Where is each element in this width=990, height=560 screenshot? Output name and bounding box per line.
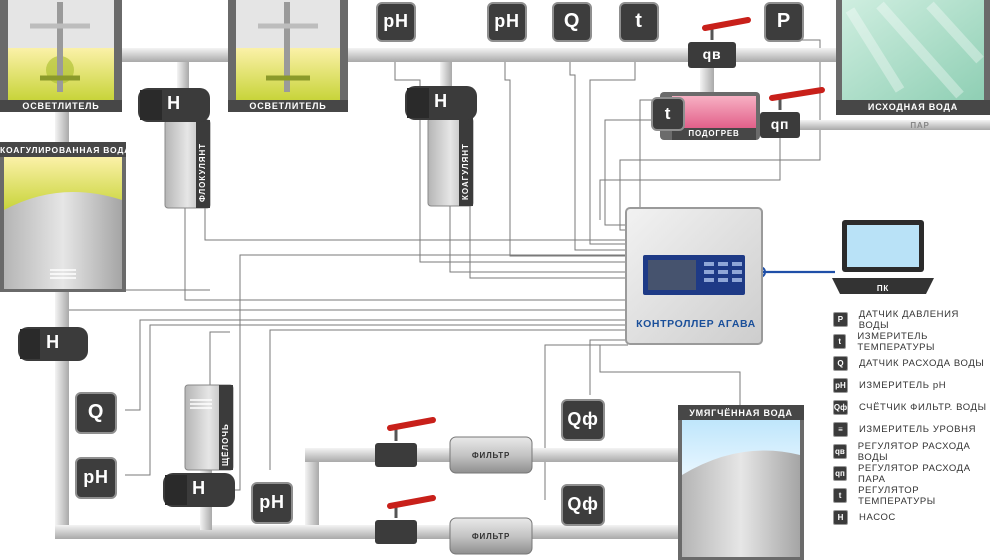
- source-water-tank: [836, 0, 990, 115]
- legend-text: РЕГУЛЯТОР РАСХОДА ПАРА: [857, 462, 971, 485]
- legend-text: ДАТЧИК ДАВЛЕНИЯ ВОДЫ: [858, 308, 960, 331]
- legend-item: Qф СЧЁТЧИК ФИЛЬТР. ВОДЫ: [833, 399, 987, 416]
- legend-icon: Q: [833, 356, 848, 371]
- flow-sensor-top: Q: [563, 10, 581, 32]
- softened-water-tank: [678, 405, 804, 560]
- legend-icon: P: [833, 312, 848, 327]
- steam-flow-regulator: qп: [770, 116, 790, 132]
- flow-sensor-left: Q: [87, 401, 105, 423]
- legend-icon: qп: [833, 466, 847, 481]
- label-coagulated-water: КОАГУЛИРОВАННАЯ ВОДА: [0, 145, 132, 155]
- label-flocculant: ФЛОКУЛЯНТ: [198, 142, 207, 202]
- legend-text: НАСОС: [859, 512, 896, 523]
- label-softened-water: УМЯГЧЁННАЯ ВОДА: [689, 408, 793, 418]
- ph-sensor-bottom: pH: [259, 492, 285, 512]
- label-filter-1: ФИЛЬТР: [471, 451, 511, 460]
- legend-item: ≡ ИЗМЕРИТЕЛЬ УРОВНЯ: [833, 421, 976, 438]
- legend-item: Q ДАТЧИК РАСХОДА ВОДЫ: [833, 355, 984, 372]
- ph-sensor-1: pH: [383, 11, 409, 31]
- legend-item: qп РЕГУЛЯТОР РАСХОДА ПАРА: [833, 462, 990, 485]
- legend-icon: pH: [833, 378, 848, 393]
- alkali-tank: [184, 384, 234, 471]
- laptop-pc: [832, 220, 934, 294]
- pump-alkali: [163, 473, 235, 507]
- label-filter-2: ФИЛЬТР: [471, 532, 511, 541]
- legend-item: qв РЕГУЛЯТОР РАСХОДА ВОДЫ: [833, 440, 990, 463]
- legend-text: ИЗМЕРИТЕЛЬ pH: [859, 380, 947, 391]
- label-alkali: ЩЁЛОЧЬ: [221, 423, 230, 466]
- ph-sensor-left: pH: [83, 467, 109, 487]
- pump-flocculant: [138, 88, 210, 122]
- label-steam: ПАР: [910, 121, 930, 130]
- label-heating: ПОДОГРЕВ: [688, 129, 740, 138]
- legend-icon: t: [833, 488, 848, 503]
- legend-icon: Qф: [833, 400, 848, 415]
- legend-text: ДАТЧИК РАСХОДА ВОДЫ: [859, 358, 985, 369]
- filter-1-body: [449, 436, 533, 474]
- legend-text: ИЗМЕРИТЕЛЬ ТЕМПЕРАТУРЫ: [857, 330, 936, 353]
- legend-text: СЧЁТЧИК ФИЛЬТР. ВОДЫ: [859, 402, 987, 413]
- valve-filter-2: [375, 495, 436, 544]
- coagulated-water-tank: [0, 142, 126, 292]
- temp-sensor-top: t: [635, 10, 643, 32]
- legend-item: H НАСОС: [833, 509, 896, 526]
- sensor-boxes: [75, 2, 804, 526]
- filtered-counter-2: Qф: [567, 494, 599, 514]
- legend-text: ИЗМЕРИТЕЛЬ УРОВНЯ: [859, 424, 977, 435]
- legend-icon: H: [833, 510, 848, 525]
- pressure-sensor: P: [776, 10, 792, 32]
- legend-text: РЕГУЛЯТОР ТЕМПЕРАТУРЫ: [858, 484, 936, 507]
- legend-item: t РЕГУЛЯТОР ТЕМПЕРАТУРЫ: [833, 484, 990, 507]
- pump-alkali-symbol: H: [192, 478, 206, 498]
- pump-coagulant-symbol: H: [434, 91, 448, 111]
- legend-icon: ≡: [833, 422, 848, 437]
- label-pc: ПК: [876, 284, 890, 293]
- valve-water: [688, 17, 751, 68]
- label-clarifier-2: ОСВЕТЛИТЕЛЬ: [249, 101, 327, 111]
- water-flow-regulator: qв: [702, 46, 722, 62]
- flocculant-tank: [164, 119, 211, 209]
- temp-regulator: t: [664, 104, 672, 123]
- filtered-counter-1: Qф: [567, 409, 599, 429]
- legend-text: РЕГУЛЯТОР РАСХОДА ВОДЫ: [857, 440, 971, 463]
- label-clarifier-1: ОСВЕТЛИТЕЛЬ: [22, 101, 100, 111]
- valve-filter-1: [375, 417, 436, 467]
- valve-steam: [760, 87, 825, 138]
- legend-item: pH ИЗМЕРИТЕЛЬ pH: [833, 377, 946, 394]
- legend-icon: qв: [833, 444, 847, 459]
- pump-coagulant: [405, 86, 477, 120]
- pump-main-symbol: H: [46, 332, 60, 352]
- clarifier-2: [228, 0, 348, 112]
- legend-item: t ИЗМЕРИТЕЛЬ ТЕМПЕРАТУРЫ: [833, 330, 990, 353]
- pump-main: [18, 327, 88, 361]
- label-coagulant: КОАГУЛЯНТ: [461, 143, 470, 200]
- controller-agava: [625, 207, 763, 345]
- legend-icon: t: [833, 334, 847, 349]
- controller-title: КОНТРОЛЛЕР АГАВА: [636, 318, 756, 330]
- pump-flocculant-symbol: H: [167, 93, 181, 113]
- filter-2-body: [449, 517, 533, 555]
- legend-item: P ДАТЧИК ДАВЛЕНИЯ ВОДЫ: [833, 308, 990, 331]
- label-source-water: ИСХОДНАЯ ВОДА: [867, 102, 959, 112]
- clarifier-1: [0, 0, 122, 112]
- ph-sensor-2: pH: [494, 11, 520, 31]
